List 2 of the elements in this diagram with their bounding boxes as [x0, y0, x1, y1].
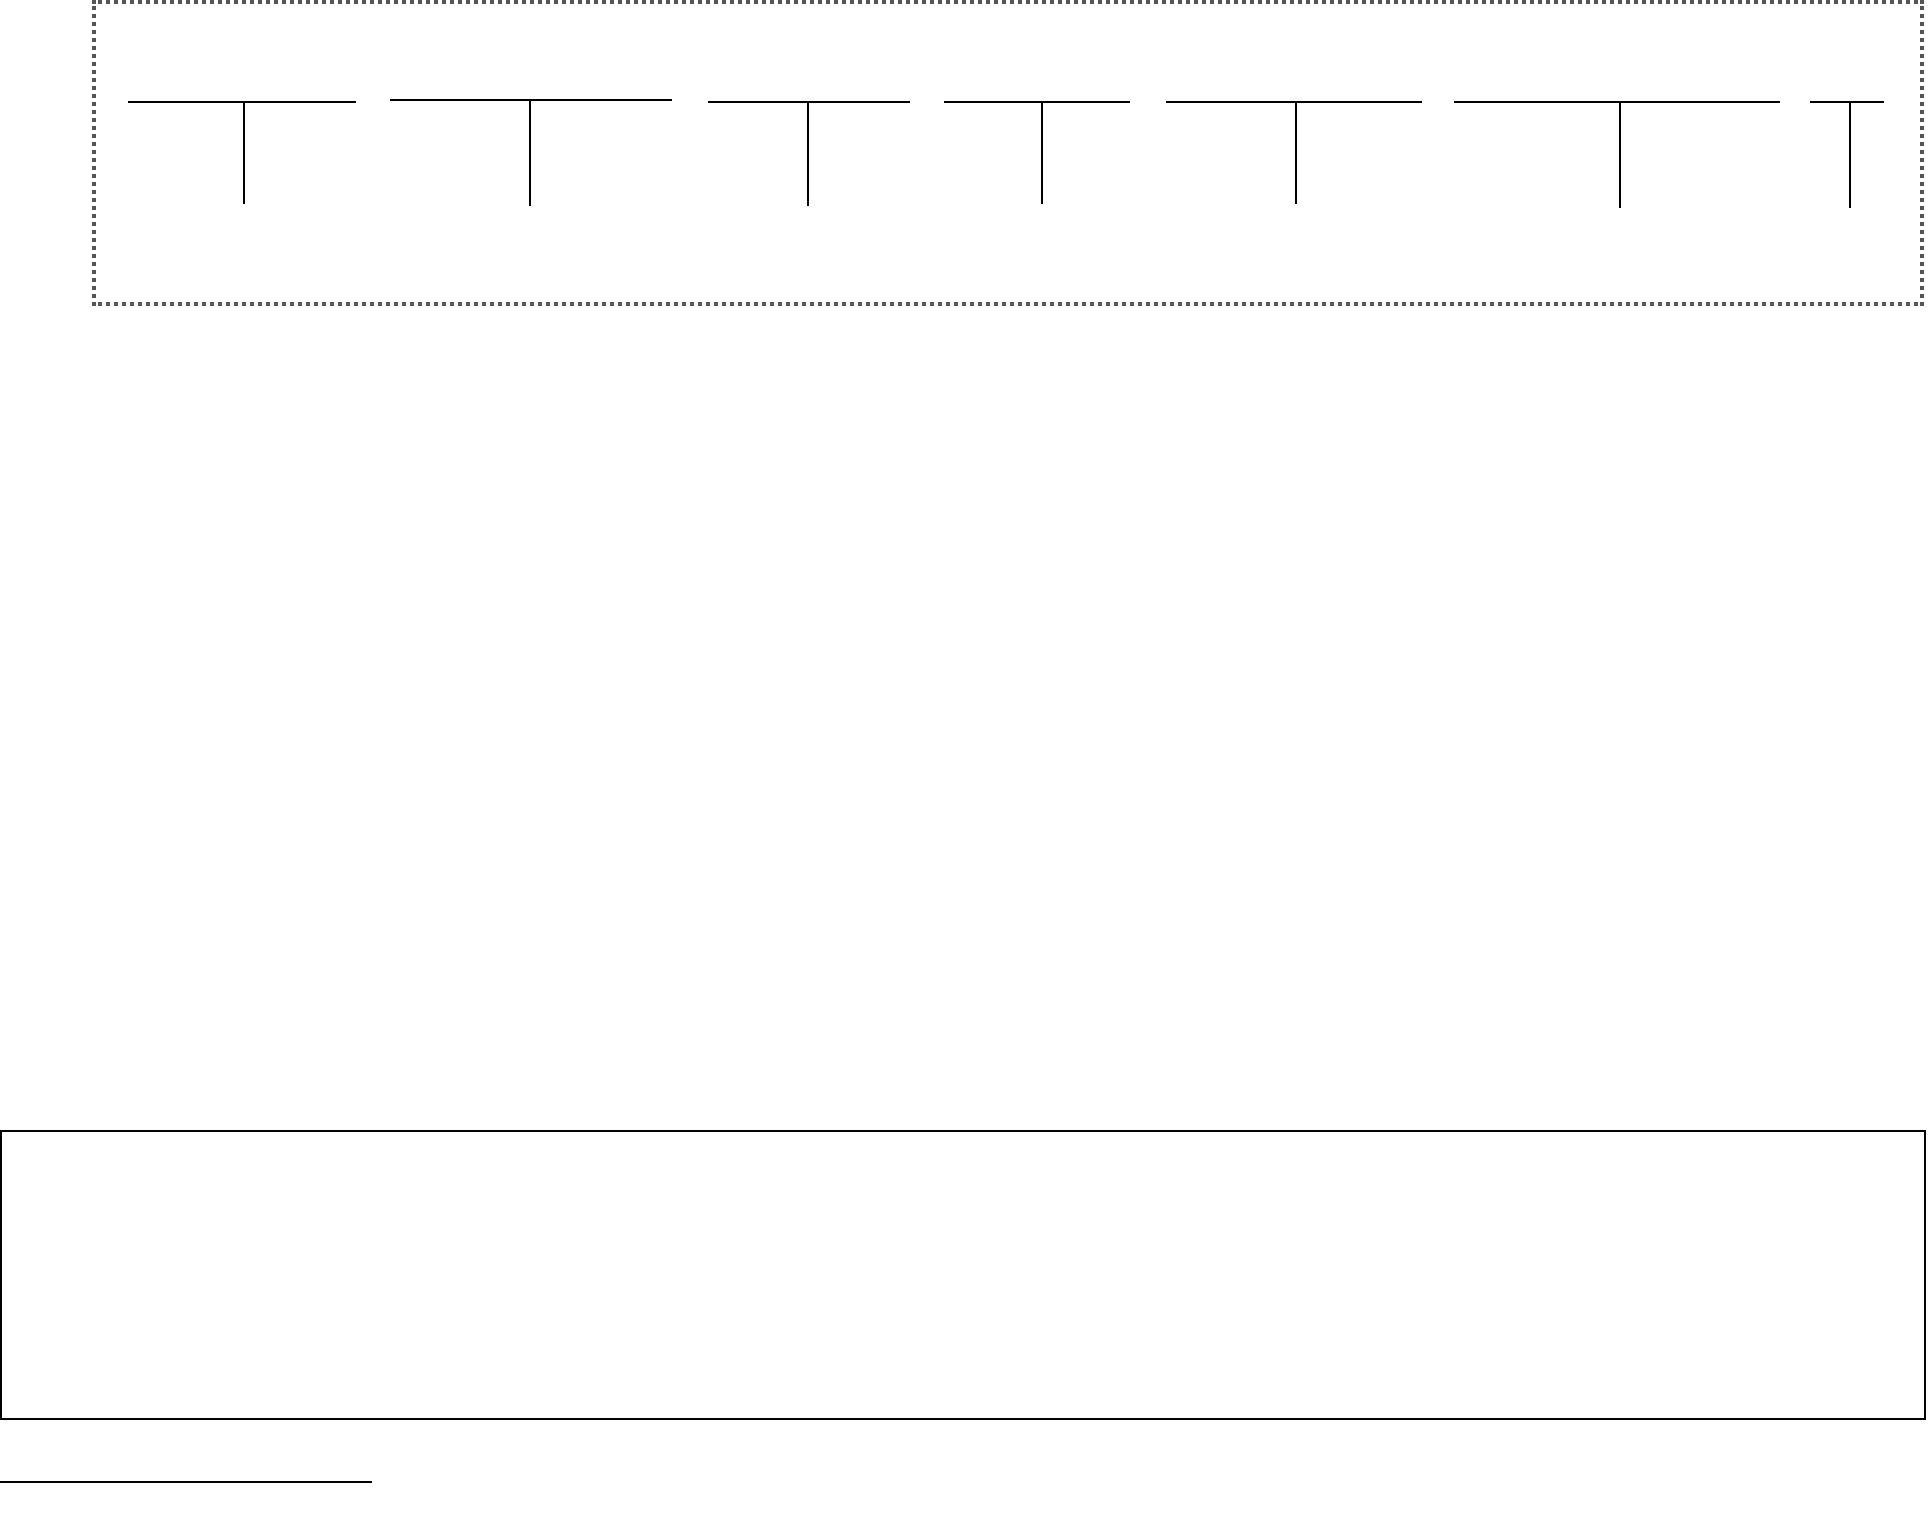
empty-box — [0, 1130, 1926, 1420]
dotted-frame — [92, 0, 1924, 306]
